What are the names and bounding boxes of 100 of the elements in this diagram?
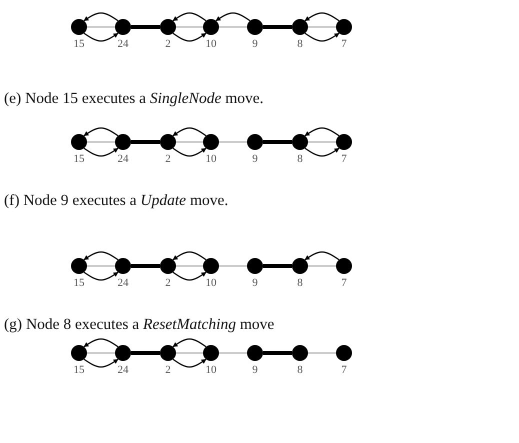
link-line: [308, 26, 336, 28]
node-label: 10: [204, 38, 218, 50]
curved-arrow: [216, 12, 250, 22]
curved-arrow: [304, 12, 340, 22]
node-label: 7: [340, 153, 348, 165]
node-label: 9: [251, 38, 259, 50]
node-label: 8: [296, 153, 304, 165]
node-label: 15: [72, 153, 86, 165]
subfigure-caption: (e) Node 15 executes a SingleNode move.: [4, 90, 264, 108]
curved-arrow: [84, 127, 118, 136]
link-line: [263, 351, 292, 355]
node-label: 24: [116, 153, 130, 165]
circle-node: [115, 258, 131, 274]
node-label: 10: [204, 153, 218, 165]
curved-arrow: [172, 358, 206, 368]
subfigure-caption: (g) Node 8 executes a ResetMatching move: [4, 316, 274, 334]
circle-node: [203, 258, 219, 274]
subfigure-caption: (f) Node 9 executes a Update move.: [4, 192, 228, 210]
node-label: 2: [164, 277, 172, 289]
link-line: [308, 352, 336, 354]
circle-node: [160, 19, 176, 35]
link-line: [263, 264, 292, 268]
node-label: 2: [164, 38, 172, 50]
curved-arrow: [172, 148, 206, 157]
node-label: 9: [251, 153, 259, 165]
curved-arrow: [304, 148, 340, 157]
link-line: [87, 352, 115, 354]
circle-node: [336, 134, 352, 150]
circle-node: [71, 258, 87, 274]
node-label: 7: [340, 364, 348, 376]
circle-node: [292, 345, 308, 361]
link-line: [176, 26, 203, 28]
node-label: 2: [164, 153, 172, 165]
link-line: [131, 25, 160, 29]
link-line: [263, 25, 292, 29]
circle-node: [292, 134, 308, 150]
curved-arrow: [84, 338, 118, 348]
link-line: [131, 140, 160, 144]
node-label: 10: [204, 364, 218, 376]
circle-node: [336, 19, 352, 35]
node-label: 9: [251, 364, 259, 376]
node-label: 15: [72, 364, 86, 376]
node-label: 9: [251, 277, 259, 289]
curved-arrow: [172, 338, 206, 348]
link-line: [176, 352, 203, 354]
node-label: 24: [116, 364, 130, 376]
curved-arrow: [84, 251, 118, 260]
circle-node: [71, 345, 87, 361]
link-line: [219, 265, 247, 267]
circle-node: [203, 345, 219, 361]
link-line: [87, 265, 115, 267]
node-label: 7: [340, 277, 348, 289]
node-label: 24: [116, 277, 130, 289]
curved-arrow: [172, 12, 206, 22]
circle-node: [115, 134, 131, 150]
curved-arrow: [84, 272, 118, 281]
circle-node: [203, 134, 219, 150]
curved-arrow: [84, 12, 118, 22]
circle-node: [115, 345, 131, 361]
node-label: 7: [340, 38, 348, 50]
circle-node: [247, 19, 263, 35]
curved-arrow: [172, 32, 206, 42]
circle-node: [115, 19, 131, 35]
node-label: 24: [116, 38, 130, 50]
node-label: 2: [164, 364, 172, 376]
curved-arrow: [84, 148, 118, 157]
link-line: [308, 141, 336, 143]
link-line: [219, 141, 247, 143]
circle-node: [71, 134, 87, 150]
curved-arrow: [84, 32, 118, 42]
curved-arrow: [304, 251, 340, 260]
circle-node: [160, 345, 176, 361]
circle-node: [247, 134, 263, 150]
curved-arrow: [84, 358, 118, 368]
link-line: [308, 265, 336, 267]
node-label: 8: [296, 277, 304, 289]
curved-arrow: [172, 272, 206, 281]
link-line: [219, 26, 247, 28]
link-line: [176, 141, 203, 143]
node-label: 8: [296, 38, 304, 50]
link-line: [219, 352, 247, 354]
circle-node: [203, 19, 219, 35]
link-line: [87, 26, 115, 28]
link-line: [176, 265, 203, 267]
curved-arrow: [172, 251, 206, 260]
circle-node: [292, 19, 308, 35]
node-label: 15: [72, 38, 86, 50]
curved-arrow: [304, 127, 340, 136]
circle-node: [71, 19, 87, 35]
circle-node: [336, 258, 352, 274]
circle-node: [292, 258, 308, 274]
link-line: [131, 264, 160, 268]
circle-node: [160, 258, 176, 274]
circle-node: [336, 345, 352, 361]
curved-arrow: [304, 32, 340, 42]
circle-node: [247, 258, 263, 274]
link-line: [87, 141, 115, 143]
circle-node: [160, 134, 176, 150]
link-line: [263, 140, 292, 144]
circle-node: [247, 345, 263, 361]
